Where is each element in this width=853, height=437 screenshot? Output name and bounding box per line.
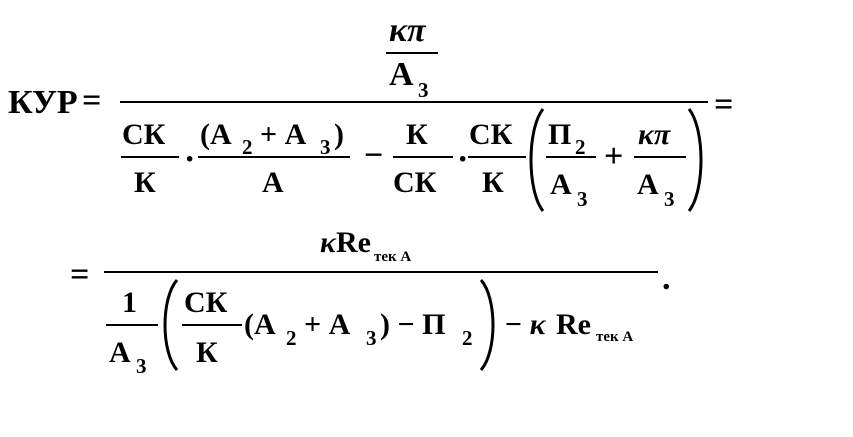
k-denominator: К (196, 336, 218, 369)
p2-bar (546, 156, 596, 158)
top-denominator-sub: 3 (418, 78, 429, 102)
term4-bar (468, 156, 526, 158)
p2-sub: 2 (462, 326, 473, 350)
term2-num-sub1: 2 (242, 135, 253, 159)
term3-denominator: СК (393, 166, 437, 199)
p2-numerator: П (548, 118, 572, 151)
term1-denominator: К (134, 166, 156, 199)
term3-numerator: К (406, 118, 428, 151)
term2-num-plus: + А (260, 118, 307, 151)
term1-numerator: СК (122, 118, 166, 151)
term1-bar (121, 156, 179, 158)
minus-kappa: − κ (504, 308, 546, 341)
term2-denominator: А (262, 166, 284, 199)
right-big-paren-2 (479, 279, 495, 371)
equals-sign: = (82, 82, 102, 119)
minus1: − (364, 137, 384, 174)
lhs-kur: КУР (8, 84, 78, 121)
re-term: Re (556, 308, 591, 341)
a3-denominator: А (109, 336, 131, 369)
dot2: · (457, 141, 469, 178)
top-denominator-a: А (389, 56, 414, 93)
kpi-bar (634, 156, 686, 158)
plus-a: + А (304, 308, 351, 341)
close-minus-p: ) − П (380, 308, 446, 341)
trailing-equals: = (714, 86, 734, 123)
p2-denominator: А (550, 168, 572, 201)
a2-sub: 2 (286, 326, 297, 350)
a3-denominator-sub: 3 (136, 354, 147, 378)
line2-num-re: Re (336, 226, 371, 259)
sk-numerator: СК (184, 286, 228, 319)
right-big-paren-1 (687, 108, 703, 212)
term2-num-sub2: 3 (320, 135, 331, 159)
one-numerator: 1 (122, 286, 137, 319)
term3-bar (393, 156, 453, 158)
left-big-paren-1 (529, 108, 545, 212)
kpi-numerator: κπ (638, 118, 671, 151)
term2-bar (198, 156, 350, 158)
bracket-open-a: (А (244, 308, 276, 341)
kpi-denominator: А (637, 168, 659, 201)
dot1: · (184, 141, 196, 178)
re-sub: тек А (596, 329, 634, 345)
term2-num-open: (А (200, 118, 232, 151)
line2-equals: = (70, 256, 90, 293)
p2-denominator-sub: 3 (577, 187, 588, 211)
p2-numerator-sub: 2 (575, 135, 586, 159)
top-numerator-kappa-pi: κπ (389, 12, 426, 49)
sk-k-bar (182, 324, 242, 326)
term2-num-close: ) (334, 118, 344, 151)
top-fraction-bar (386, 52, 438, 54)
left-big-paren-2 (163, 279, 179, 371)
line2-main-bar (104, 271, 658, 273)
main-fraction-bar (120, 101, 708, 103)
a3b-sub: 3 (366, 326, 377, 350)
plus-sign: + (604, 138, 624, 175)
kpi-denominator-sub: 3 (664, 187, 675, 211)
term4-denominator: К (482, 166, 504, 199)
line2-num-kappa: κ (320, 226, 336, 259)
one-over-a3-bar (106, 324, 158, 326)
line2-period: . (662, 260, 671, 297)
line2-num-sub: тек А (374, 249, 412, 265)
term4-numerator: СК (469, 118, 513, 151)
